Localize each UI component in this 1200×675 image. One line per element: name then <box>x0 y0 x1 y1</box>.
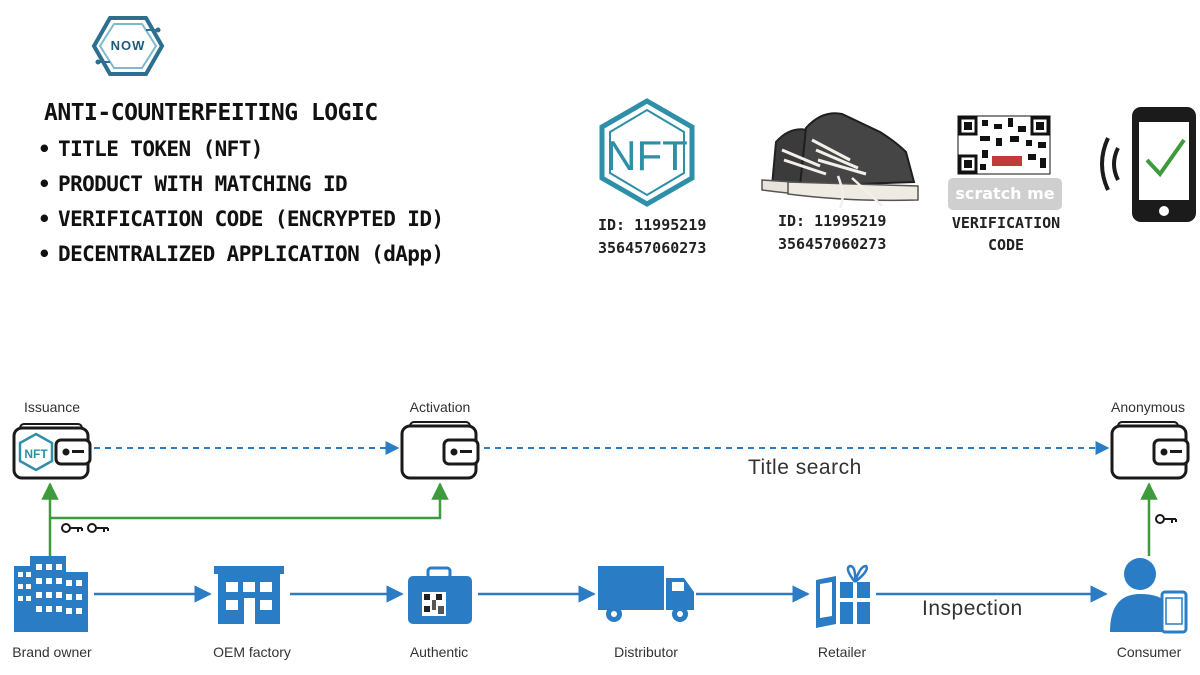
verification-line1: VERIFICATION <box>951 214 1061 232</box>
key-icon <box>1155 514 1177 524</box>
logo-text: NOW <box>110 38 146 53</box>
wallet-activation-icon <box>400 421 480 480</box>
nft-id-line2: 356457060273 <box>598 239 707 257</box>
sneaker-id-line2: 356457060273 <box>778 235 887 253</box>
signal-waves-icon <box>1100 137 1120 191</box>
briefcase-qr-icon <box>408 566 472 624</box>
verification-line2: CODE <box>987 236 1025 254</box>
node-distributor: Distributor <box>614 644 678 660</box>
consumer-person-icon <box>1110 558 1188 634</box>
buildings-icon <box>14 556 88 632</box>
qr-code-icon <box>957 115 1051 175</box>
key-icon <box>87 523 109 533</box>
nft-id-line1: ID: 11995219 <box>598 216 707 234</box>
nft-badge-text: NFT <box>606 132 688 179</box>
wallet-anonymous-icon <box>1110 421 1190 480</box>
sneaker-icon <box>761 112 919 209</box>
node-consumer: Consumer <box>1116 644 1182 660</box>
sneaker-id-line1: ID: 11995219 <box>778 212 887 230</box>
scratch-me-label: scratch me <box>948 178 1062 210</box>
inspection-label: Inspection <box>922 597 1023 620</box>
logic-item: VERIFICATION CODE (ENCRYPTED ID) <box>38 207 444 242</box>
stage-activation: Activation <box>409 399 471 415</box>
wallet-nft-text: NFT <box>24 447 48 461</box>
factory-icon <box>214 566 284 624</box>
activation-green-arrow <box>50 482 449 520</box>
truck-icon <box>598 566 694 622</box>
smartphone-check-icon <box>1132 107 1196 222</box>
nft-hexagon-icon <box>599 98 695 207</box>
verification-code-label: VERIFICATION CODE <box>936 212 1076 256</box>
stage-issuance: Issuance <box>23 399 81 415</box>
logic-item: TITLE TOKEN (NFT) <box>38 137 443 172</box>
node-oem-factory: OEM factory <box>213 644 291 660</box>
wallet-issuance-icon <box>12 423 92 480</box>
node-retailer: Retailer <box>817 644 867 660</box>
stage-anonymous: Anonymous <box>1111 399 1185 415</box>
logic-list: TITLE TOKEN (NFT) PRODUCT WITH MATCHING … <box>38 137 444 277</box>
nft-id-label: ID: 11995219 356457060273 <box>598 214 706 260</box>
retailer-gift-icon <box>816 564 870 628</box>
title-search-label: Title search <box>748 456 862 479</box>
now-logo-icon <box>91 16 165 76</box>
node-brand-owner: Brand owner <box>12 644 92 660</box>
key-icon <box>61 523 83 533</box>
sneaker-id-label: ID: 11995219 356457060273 <box>778 210 886 256</box>
logic-item: PRODUCT WITH MATCHING ID <box>38 172 443 207</box>
logic-title: ANTI-COUNTERFEITING LOGIC <box>44 100 378 126</box>
node-authentic: Authentic <box>409 644 469 660</box>
logic-item: DECENTRALIZED APPLICATION (dApp) <box>38 242 444 277</box>
